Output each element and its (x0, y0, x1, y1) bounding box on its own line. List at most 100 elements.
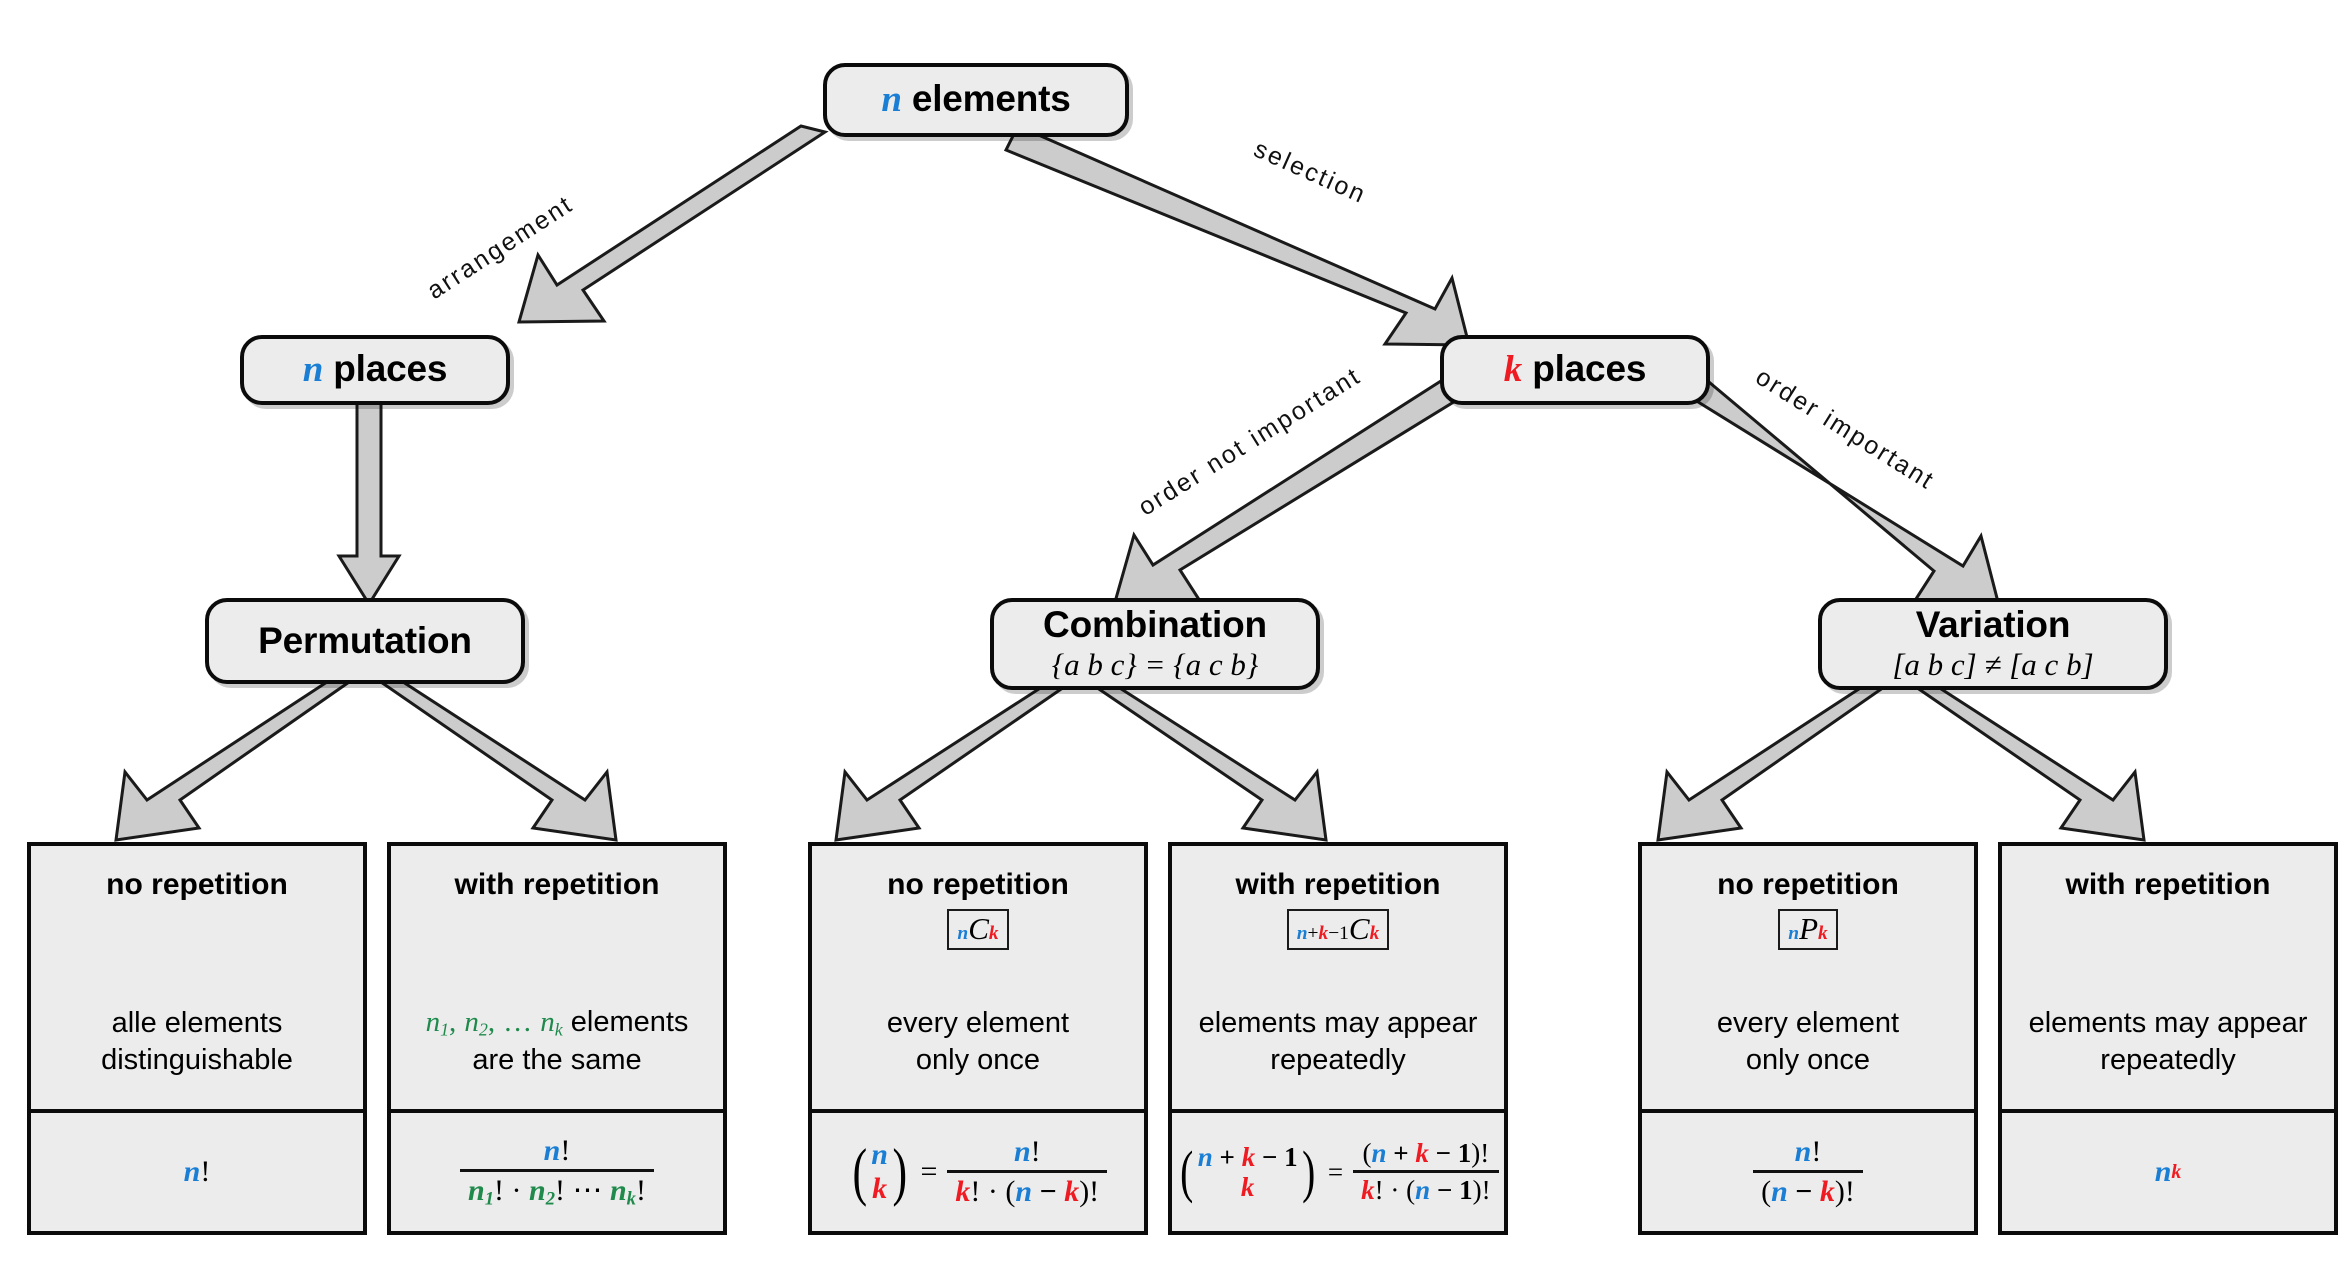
symbol-k: k (2171, 1160, 2182, 1183)
symbol-k: k (1503, 349, 1523, 391)
leaf-formula: n! n1! · n2! ⋯ nk! (391, 1113, 723, 1231)
symbol-equals: = (920, 1155, 938, 1188)
node-n-elements[interactable]: n elements (823, 63, 1129, 137)
symbol-n: n (1788, 922, 1800, 944)
formula-n-factorial: n! (184, 1155, 211, 1189)
symbol-n1: n1 (425, 1006, 450, 1040)
leaf-desc-line1: every element (1716, 1006, 1900, 1039)
arrow-var-no-rep (1656, 683, 1892, 842)
leaf-variation-no-repetition[interactable]: no repetition nPk every element only onc… (1638, 842, 1978, 1235)
node-k-places-label: places (1532, 348, 1647, 390)
node-combination-sub: {a b c} = {a c b} (1051, 647, 1259, 683)
leaf-desc-line1: n1, n2, … nk elements (425, 1006, 689, 1040)
arrow-var-with-rep (1908, 683, 2146, 842)
node-n-places-label: places (333, 348, 448, 390)
node-permutation[interactable]: Permutation (205, 598, 525, 684)
symbol-P: P (1799, 910, 1819, 946)
leaf-combination-no-repetition[interactable]: no repetition nCk every element only onc… (808, 842, 1148, 1235)
leaf-desc-line2: are the same (472, 1043, 642, 1076)
leaf-desc-line2: repeatedly (1270, 1043, 1406, 1076)
node-n-elements-label: elements (911, 78, 1071, 120)
symbol-k: k (872, 1172, 888, 1205)
leaf-desc-line1: every element (886, 1006, 1070, 1039)
leaf-description: elements may appear repeatedly (1172, 1005, 1504, 1079)
node-permutation-title: Permutation (258, 619, 472, 661)
binomial-stack: n k (870, 1138, 889, 1205)
symbol-n2: n2 (464, 1006, 488, 1040)
node-variation[interactable]: Variation [a b c] ≠ [a c b] (1818, 598, 2168, 690)
leaf-head: with repetition (1235, 868, 1441, 901)
leaf-formula: ( n k ) = n! k! · (n − k)! (812, 1113, 1144, 1231)
node-n-places-title: n places (302, 348, 448, 391)
leaf-notation-nCk: nCk (947, 908, 1009, 950)
edge-label-order-not-important: order not important (1133, 361, 1367, 522)
leaf-permutation-with-repetition[interactable]: with repetition n1, n2, … nk elements ar… (387, 842, 727, 1235)
leaf-desc-line2: distinguishable (101, 1043, 293, 1076)
node-variation-title: Variation (1915, 603, 2071, 645)
formula-multiset-binomial: ( n + k − 1 k ) = (n + k − 1)! k! · (n −… (1177, 1138, 1499, 1204)
leaf-formula: n! (n − k)! (1642, 1113, 1974, 1231)
binomial-coefficient: ( n + k − 1 k ) (1177, 1142, 1318, 1202)
symbol-plus: + (1307, 922, 1319, 944)
leaf-description: every element only once (1642, 1005, 1974, 1079)
arrow-permutation (336, 373, 402, 607)
leaf-top: with repetition n1, n2, … nk elements ar… (391, 846, 723, 1113)
symbol-n: n (302, 349, 324, 391)
fraction-numerator: n! (1013, 1135, 1041, 1169)
leaf-description: n1, n2, … nk elements are the same (391, 1004, 723, 1079)
leaf-head: with repetition (454, 868, 660, 901)
leaf-combination-with-repetition[interactable]: with repetition n+k−1Ck elements may app… (1168, 842, 1508, 1235)
symbol-minus: − (1328, 922, 1340, 944)
leaf-head: no repetition (887, 868, 1069, 901)
leaf-formula: ( n + k − 1 k ) = (n + k − 1)! k! · (n −… (1172, 1113, 1504, 1231)
arrow-perm-with-rep (373, 678, 618, 842)
arrow-perm-no-rep (114, 678, 357, 842)
fraction-numerator: n! (543, 1133, 571, 1167)
symbol-n: n (871, 1138, 888, 1172)
leaf-desc-line2: repeatedly (2100, 1043, 2236, 1076)
leaf-top: no repetition alle elements distinguisha… (31, 846, 363, 1113)
binomial-top: n + k − 1 (1197, 1141, 1298, 1172)
paren-right: ) (892, 1135, 908, 1207)
node-k-places[interactable]: k places (1440, 335, 1710, 405)
symbol-k: k (1818, 922, 1828, 944)
edge-label-arrangement: arrangement (422, 189, 579, 305)
symbol-k: k (1369, 922, 1380, 944)
symbol-n: n (957, 922, 969, 944)
leaf-notation-nPk: nPk (1778, 908, 1838, 950)
leaf-formula: n! (31, 1113, 363, 1231)
formula-binomial: ( n k ) = n! k! · (n − k)! (849, 1135, 1108, 1208)
leaf-desc-line1: elements may appear (2028, 1006, 2308, 1039)
leaf-desc-word: elements (570, 1006, 689, 1039)
arrow-comb-no-rep (834, 683, 1072, 842)
fraction-numerator: (n + k − 1)! (1362, 1138, 1490, 1169)
symbol-n: n (881, 79, 902, 121)
binomial-fraction: (n + k − 1)! k! · (n − 1)! (1353, 1138, 1499, 1204)
leaf-top: with repetition n+k−1Ck elements may app… (1172, 846, 1504, 1113)
binomial-stack: n + k − 1 k (1197, 1142, 1299, 1202)
arrow-comb-with-rep (1088, 683, 1328, 842)
leaf-description: alle elements distinguishable (31, 1005, 363, 1079)
leaf-permutation-no-repetition[interactable]: no repetition alle elements distinguisha… (27, 842, 367, 1235)
leaf-notation-npkm1Ck: n+k−1Ck (1286, 908, 1390, 950)
symbol-factorial: ! (200, 1155, 211, 1188)
leaf-top: with repetition elements may appear repe… (2002, 846, 2334, 1113)
formula-permutation-multiset: n! n1! · n2! ⋯ nk! (460, 1135, 654, 1209)
node-combination[interactable]: Combination {a b c} = {a c b} (990, 598, 1320, 690)
symbol-equals: = (1327, 1156, 1344, 1187)
paren-right: ) (1301, 1139, 1315, 1205)
leaf-variation-with-repetition[interactable]: with repetition elements may appear repe… (1998, 842, 2338, 1235)
leaf-desc-line1: alle elements (111, 1006, 283, 1039)
symbol-n: n (1296, 922, 1308, 944)
leaf-description: every element only once (812, 1005, 1144, 1079)
arrow-selection (1003, 124, 1471, 347)
leaf-head: no repetition (106, 868, 288, 901)
edge-label-selection: selection (1249, 134, 1371, 210)
node-n-places[interactable]: n places (240, 335, 510, 405)
leaf-description: elements may appear repeatedly (2002, 1005, 2334, 1079)
symbol-ellipsis: … (503, 1006, 533, 1039)
node-combination-title: Combination (1043, 603, 1267, 645)
symbol-k: k (1318, 922, 1329, 944)
